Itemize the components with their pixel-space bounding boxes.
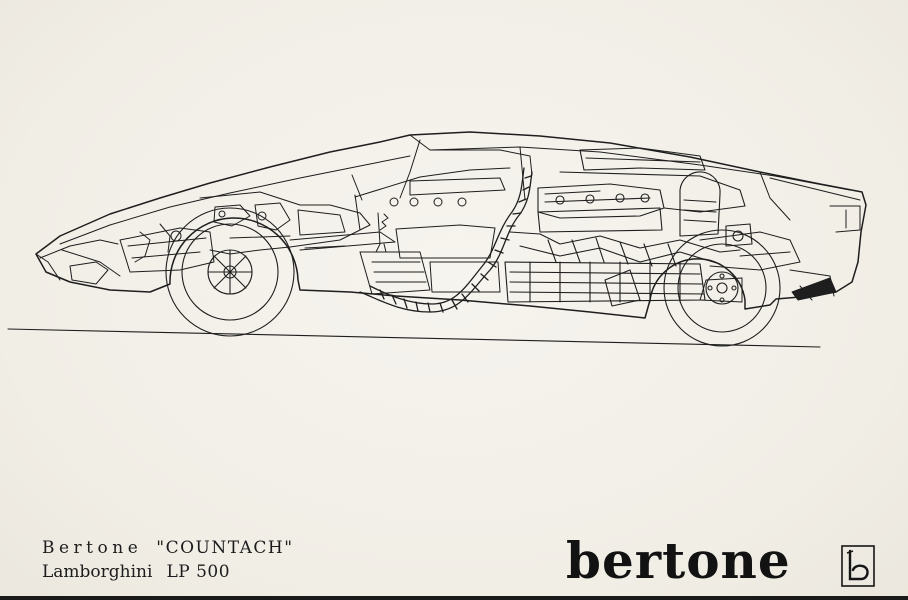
caption-model-code: LP 500 [166, 562, 231, 582]
front-wheel [165, 207, 295, 337]
bertone-b-emblem-icon [841, 545, 875, 587]
v12-engine [504, 147, 753, 307]
caption-brand: Bertone [42, 538, 143, 558]
caption-manufacturer: Lamborghini [42, 562, 153, 582]
body-outline [35, 131, 867, 319]
bertone-wordmark: bertone [566, 531, 791, 590]
ground-line [7, 328, 821, 348]
rear-wheel [663, 229, 781, 347]
tail-light [791, 277, 837, 301]
caption-title: Bertone "COUNTACH" [42, 538, 294, 558]
caption-subtitle: Lamborghini LP 500 [42, 562, 230, 582]
bottom-edge [0, 596, 908, 600]
caption-model-name: "COUNTACH" [156, 538, 294, 558]
exhaust-pipe [359, 167, 533, 313]
